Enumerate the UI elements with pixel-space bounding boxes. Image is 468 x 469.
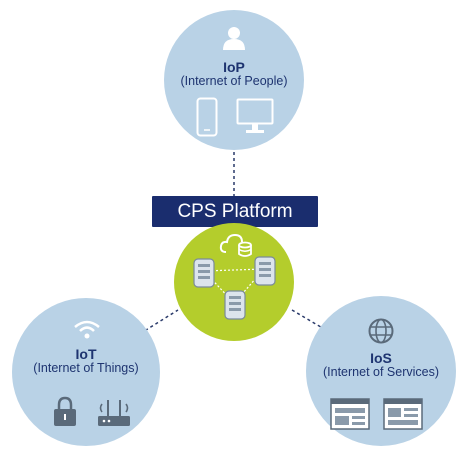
- wifi-icon: [74, 320, 100, 339]
- webpage-icon: [383, 398, 423, 430]
- person-icon: [223, 27, 245, 50]
- globe-icon: [368, 318, 394, 344]
- server-icon: [254, 256, 276, 286]
- cps-platform-banner: CPS Platform: [152, 196, 318, 227]
- smartphone-icon: [196, 97, 218, 137]
- ios-title: IoS: [370, 350, 392, 366]
- core-links: [203, 268, 265, 302]
- server-icon: [224, 290, 246, 320]
- iot-title: IoT: [75, 346, 97, 362]
- iop-label: IoP (Internet of People): [164, 60, 304, 88]
- monitor-icon: [236, 98, 274, 133]
- iop-title: IoP: [223, 59, 245, 75]
- iot-label: IoT (Internet of Things): [12, 347, 160, 375]
- iot-subtitle: (Internet of Things): [33, 360, 139, 375]
- ios-label: IoS (Internet of Services): [306, 351, 456, 379]
- server-icon: [193, 258, 215, 288]
- ios-subtitle: (Internet of Services): [322, 364, 439, 379]
- iop-subtitle: (Internet of People): [180, 73, 288, 88]
- router-icon: [98, 400, 130, 426]
- padlock-icon: [54, 396, 76, 426]
- webpage-icon: [330, 398, 370, 430]
- cloud-database-icon: [219, 233, 252, 257]
